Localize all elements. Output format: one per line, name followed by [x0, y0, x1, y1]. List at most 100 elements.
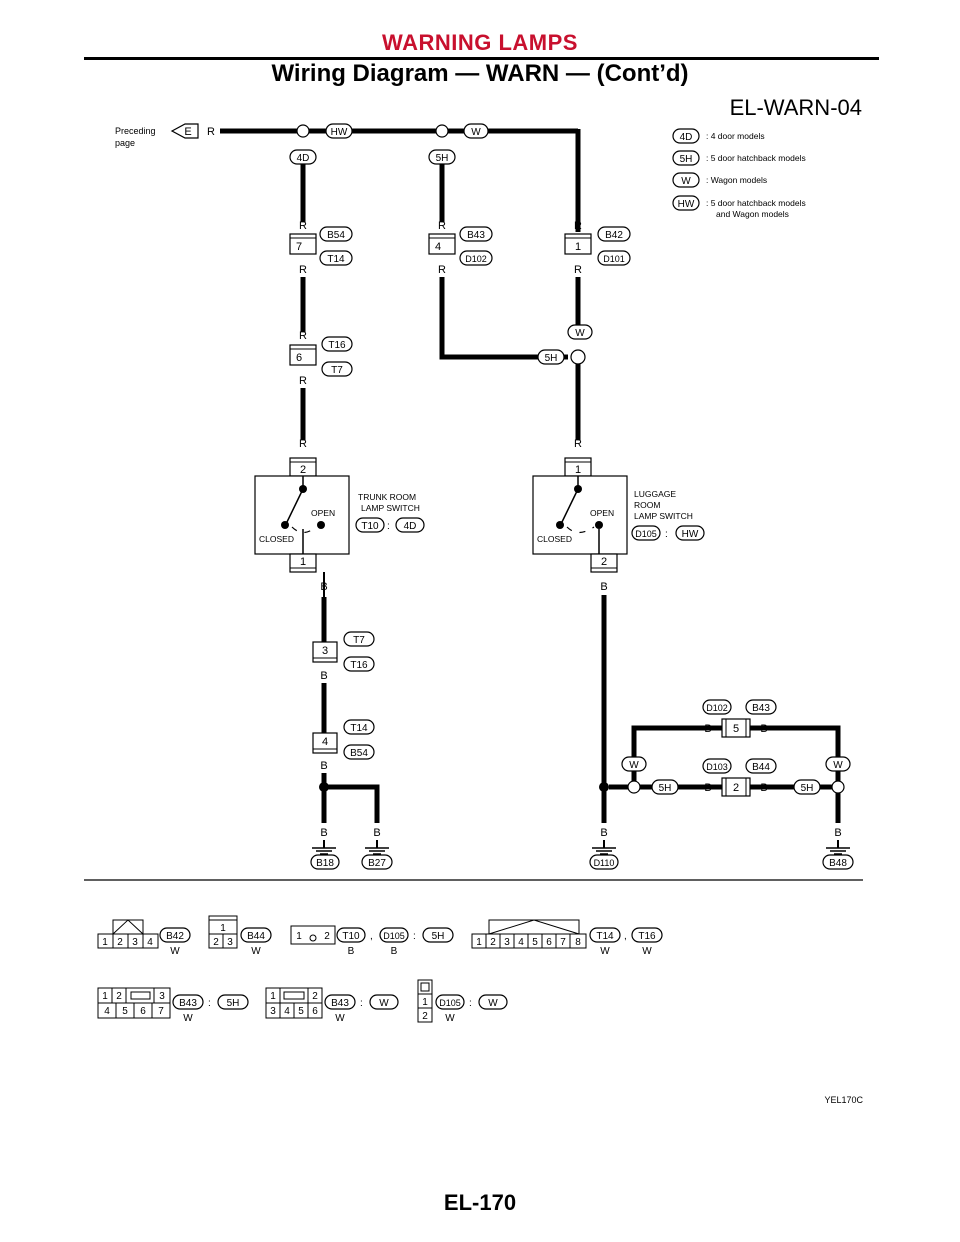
svg-text:3: 3	[322, 645, 328, 657]
wire-color-r: R	[574, 438, 582, 450]
svg-text:OPEN: OPEN	[590, 508, 614, 518]
svg-text:5H: 5H	[227, 998, 240, 1009]
svg-text:B44: B44	[752, 762, 770, 773]
page-number: EL-170	[443, 1190, 517, 1215]
svg-text:W: W	[183, 1013, 193, 1024]
svg-text:T14: T14	[327, 254, 345, 265]
svg-text:LAMP SWITCH: LAMP SWITCH	[634, 511, 693, 521]
svg-text:D102: D102	[706, 703, 728, 713]
svg-text:T16: T16	[328, 340, 346, 351]
legend-item: HW : 5 door hatchback models and Wagon m…	[672, 195, 806, 219]
ground-b27: B27	[361, 840, 393, 870]
svg-text:LUGGAGE: LUGGAGE	[634, 489, 676, 499]
svg-text:5: 5	[298, 1006, 304, 1017]
svg-text:1: 1	[102, 991, 108, 1002]
svg-text:B: B	[834, 827, 841, 839]
svg-text:5H: 5H	[680, 154, 693, 165]
connector-view-t14-t16: 1 2 3 4 5 6 7 8 T14 W , T16 W	[471, 919, 663, 957]
svg-text:B: B	[704, 782, 711, 794]
svg-text:T7: T7	[353, 635, 365, 646]
wire-color-r: R	[299, 264, 307, 276]
svg-text:6: 6	[312, 1006, 318, 1017]
svg-text:4: 4	[322, 736, 328, 748]
svg-text:B: B	[760, 723, 767, 735]
connector-view-b43-5h: 1 2 3 4 5 6 7 8 B43 W : 5H	[97, 987, 249, 1024]
svg-text:4D: 4D	[404, 521, 417, 532]
svg-text:D105: D105	[635, 529, 657, 539]
ground-branch: D102 B43 B 5 B W W 5H D103 B44 B 2 B 5H …	[609, 699, 851, 839]
svg-text:1: 1	[300, 556, 306, 568]
option-w: W	[567, 324, 593, 340]
svg-text:D103: D103	[706, 762, 728, 772]
wire-color-r: R	[438, 220, 446, 232]
svg-text:3: 3	[227, 937, 233, 948]
svg-text:5H: 5H	[545, 353, 558, 364]
splice-icon	[435, 124, 449, 138]
svg-text:2: 2	[213, 937, 219, 948]
svg-text:T10: T10	[361, 521, 379, 532]
svg-text:D110: D110	[594, 858, 615, 868]
svg-text:CLOSED: CLOSED	[259, 534, 294, 544]
svg-text:D105: D105	[439, 998, 461, 1008]
svg-text:4: 4	[435, 241, 441, 253]
svg-text:W: W	[335, 1013, 345, 1024]
svg-text:3: 3	[159, 991, 165, 1002]
svg-text:1: 1	[575, 241, 581, 253]
svg-text:5: 5	[532, 937, 538, 948]
svg-text:W: W	[471, 127, 481, 138]
svg-text:5H: 5H	[801, 783, 814, 794]
svg-text:1: 1	[220, 923, 226, 934]
wire-color-r: R	[299, 330, 307, 342]
svg-text:B48: B48	[829, 858, 847, 869]
svg-text:1: 1	[296, 931, 302, 942]
svg-text:5H: 5H	[659, 783, 672, 794]
svg-text:: 5 door hatchback models: : 5 door hatchback models	[706, 153, 806, 163]
connector-b42-d101: 1 B42 D101	[564, 226, 631, 266]
wire-color-b: B	[320, 670, 327, 682]
svg-text:B: B	[704, 723, 711, 735]
svg-text:HW: HW	[682, 529, 699, 540]
svg-text::: :	[387, 521, 390, 532]
svg-text:4: 4	[518, 937, 524, 948]
svg-text:,: ,	[370, 931, 373, 942]
svg-text:,: ,	[624, 931, 627, 942]
svg-text:: 5 door hatchback models: : 5 door hatchback models	[706, 198, 806, 208]
svg-text:2: 2	[116, 991, 122, 1002]
svg-text:6: 6	[140, 1006, 146, 1017]
svg-text:W: W	[833, 760, 843, 771]
svg-text:B43: B43	[752, 703, 770, 714]
svg-text:B43: B43	[331, 998, 349, 1009]
svg-text:2: 2	[490, 937, 496, 948]
svg-text:7: 7	[158, 1006, 164, 1017]
ground-b18: B18	[310, 840, 340, 870]
ground-d110: D110	[589, 840, 619, 870]
svg-text:4D: 4D	[297, 153, 310, 164]
svg-text:W: W	[170, 946, 180, 957]
svg-text::: :	[469, 998, 472, 1009]
svg-text:T10: T10	[342, 931, 360, 942]
wire-color-r: R	[574, 264, 582, 276]
svg-text:7: 7	[560, 937, 566, 948]
svg-text:T14: T14	[596, 931, 614, 942]
svg-text:and Wagon models: and Wagon models	[716, 209, 789, 219]
option-5h: 5H	[537, 349, 565, 365]
svg-text:HW: HW	[678, 199, 695, 210]
svg-text:: 4 door models: : 4 door models	[706, 131, 765, 141]
connector-t16-t7: 6 T16 T7	[289, 336, 353, 377]
connector-b43-d102: 4 B43 D102	[428, 226, 493, 266]
svg-text:: Wagon models: : Wagon models	[706, 175, 767, 185]
wire-color-r: R	[207, 126, 215, 138]
svg-text:6: 6	[546, 937, 552, 948]
svg-text:ROOM: ROOM	[634, 500, 660, 510]
svg-text:1: 1	[102, 937, 108, 948]
svg-text:2: 2	[117, 937, 123, 948]
wire-color-r: R	[299, 438, 307, 450]
svg-text:1: 1	[422, 997, 428, 1008]
wire-color-b: B	[320, 827, 327, 839]
svg-text:2: 2	[601, 556, 607, 568]
wire-color-r: R	[299, 375, 307, 387]
svg-text:W: W	[379, 998, 389, 1009]
svg-text:3: 3	[270, 1006, 276, 1017]
connector-t14-b54: 4 T14 B54	[312, 719, 375, 760]
svg-text:B42: B42	[166, 931, 184, 942]
